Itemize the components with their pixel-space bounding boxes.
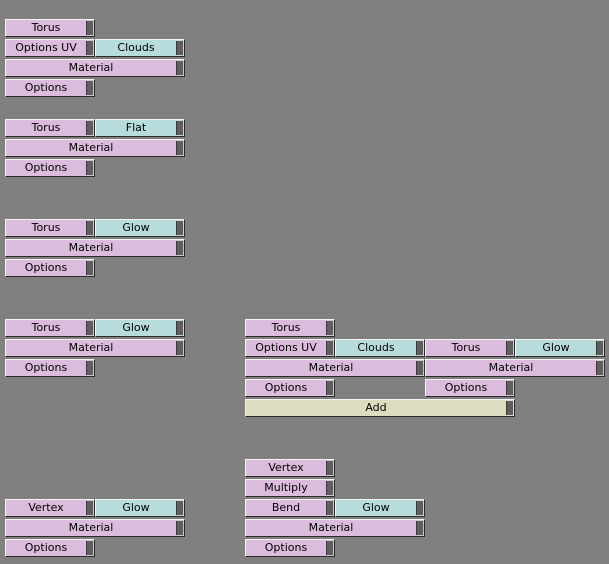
b3-options-button[interactable]: Options	[5, 259, 95, 277]
b4-options-button[interactable]: Options	[5, 359, 95, 377]
b1-options-uv-button[interactable]: Options UV	[5, 39, 95, 57]
b6-options2-button[interactable]: Options	[425, 379, 515, 397]
b4-material-button[interactable]: Material	[5, 339, 185, 357]
b7-multiply-button[interactable]: Multiply	[245, 479, 335, 497]
b6-texture-glow-button[interactable]: Glow	[515, 339, 605, 357]
b5-material-button[interactable]: Material	[5, 519, 185, 537]
b3-material-button[interactable]: Material	[5, 239, 185, 257]
b6-add-button[interactable]: Add	[245, 399, 515, 417]
b6-material2-button[interactable]: Material	[425, 359, 605, 377]
b2-torus-button[interactable]: Torus	[5, 119, 95, 137]
b6-material-button[interactable]: Material	[245, 359, 425, 377]
b4-torus-button[interactable]: Torus	[5, 319, 95, 337]
b1-options-button[interactable]: Options	[5, 79, 95, 97]
b2-options-button[interactable]: Options	[5, 159, 95, 177]
b2-texture-flat-button[interactable]: Flat	[95, 119, 185, 137]
b4-texture-glow-button[interactable]: Glow	[95, 319, 185, 337]
b6-torus-button[interactable]: Torus	[245, 319, 335, 337]
b7-vertex-button[interactable]: Vertex	[245, 459, 335, 477]
b7-options-button[interactable]: Options	[245, 539, 335, 557]
b3-texture-glow-button[interactable]: Glow	[95, 219, 185, 237]
b7-bend-button[interactable]: Bend	[245, 499, 335, 517]
b7-material-button[interactable]: Material	[245, 519, 425, 537]
b6-torus2-button[interactable]: Torus	[425, 339, 515, 357]
b6-options-uv-button[interactable]: Options UV	[245, 339, 335, 357]
b5-options-button[interactable]: Options	[5, 539, 95, 557]
b2-material-button[interactable]: Material	[5, 139, 185, 157]
b5-vertex-button[interactable]: Vertex	[5, 499, 95, 517]
b1-material-button[interactable]: Material	[5, 59, 185, 77]
b7-texture-glow-button[interactable]: Glow	[335, 499, 425, 517]
b3-torus-button[interactable]: Torus	[5, 219, 95, 237]
b1-torus-button[interactable]: Torus	[5, 19, 95, 37]
b1-texture-clouds-button[interactable]: Clouds	[95, 39, 185, 57]
b5-texture-glow-button[interactable]: Glow	[95, 499, 185, 517]
b6-texture-clouds-button[interactable]: Clouds	[335, 339, 425, 357]
b6-options-button[interactable]: Options	[245, 379, 335, 397]
